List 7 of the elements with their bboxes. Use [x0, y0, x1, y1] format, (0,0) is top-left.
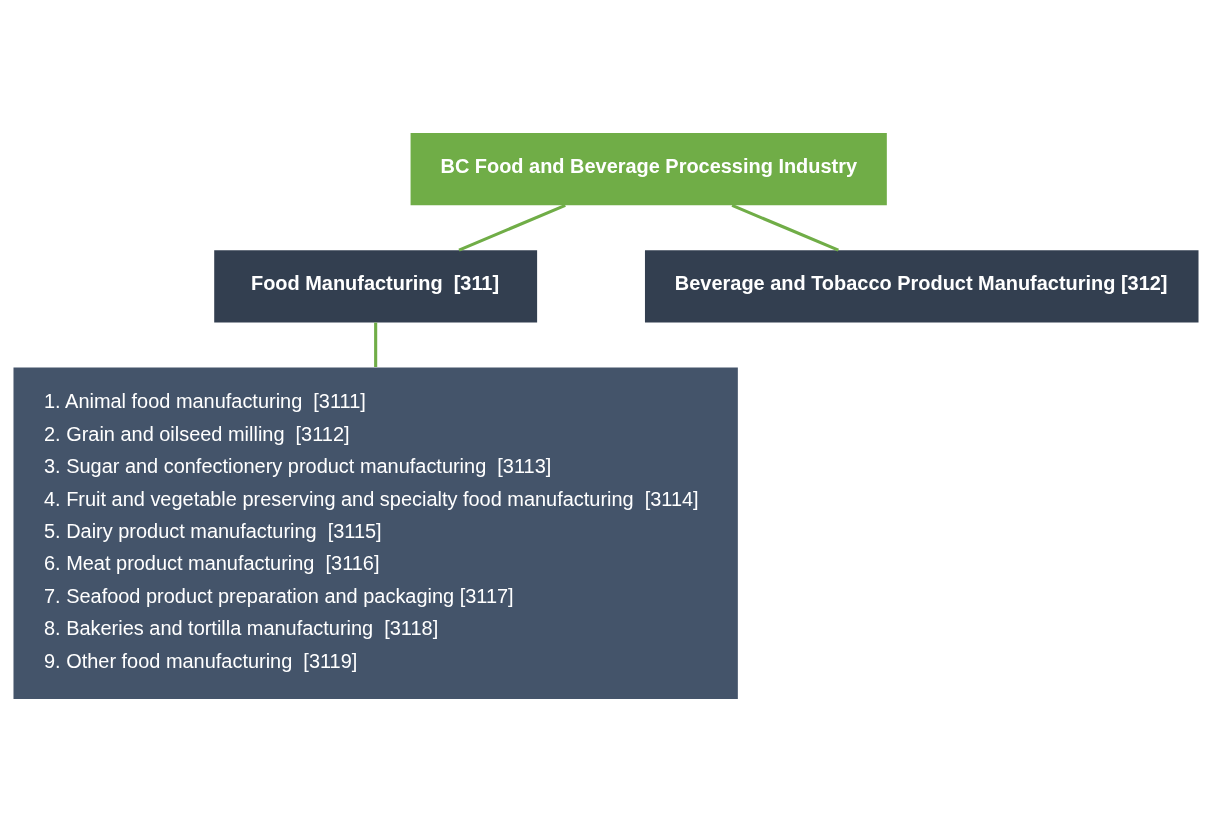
- connector: [731, 204, 839, 252]
- connector: [458, 204, 566, 252]
- node-box: Beverage and Tobacco Product Manufacturing [312]: [644, 250, 1199, 323]
- node-box: BC Food and Beverage Processing Industry: [410, 133, 887, 206]
- node-box: Food Manufacturing [311]: [214, 250, 538, 323]
- node-box: 1. Animal food manufacturing [3111] 2. Grain and oilseed milling [3112] 3. Sugar and confectionery product manufacturing [3113] 4. Fruit and vegetable preserving and specialty food manufacturing [3114] 5. Dairy product manufacturing [3115] 6. Meat product manufacturing [3116] 7. Seafood product preparation and packaging [3117] 8. Bakeries and tortilla manufacturing [3118] 9. Other food manufacturing [3119]: [13, 367, 738, 699]
- connector: [374, 322, 378, 367]
